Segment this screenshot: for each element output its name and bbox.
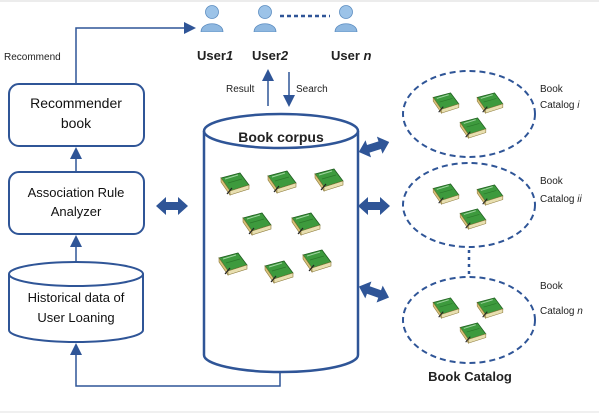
double-arrow-icon [356, 133, 392, 161]
book-corpus-cylinder [202, 112, 360, 374]
analyzer-box-line2: Analyzer [51, 204, 102, 219]
recommend-arrow [75, 22, 196, 84]
catalog-i-line2: Catalog i [540, 100, 580, 111]
user-icon [200, 5, 224, 32]
book-catalog-i [402, 70, 536, 158]
usern-label: User n [331, 48, 372, 63]
recommender-box-line1: Recommender [30, 95, 122, 111]
double-arrow-icon [355, 278, 393, 306]
search-label: Search [296, 84, 328, 95]
recommender-book-box [8, 83, 145, 147]
double-arrow-icon [358, 197, 390, 215]
catalog-n-line1: Book [540, 281, 564, 292]
book-catalog-ii [402, 162, 536, 248]
user-icon [253, 5, 277, 32]
history-box-line1: Historical data of [28, 290, 125, 305]
result-label: Result [226, 84, 255, 95]
catalog-ii-line1: Book [540, 176, 564, 187]
book-catalog-group-label: Book Catalog [428, 369, 512, 384]
double-arrow-icon [156, 197, 188, 215]
book-corpus-title: Book corpus [238, 129, 324, 145]
user1-label: User1 [197, 48, 233, 63]
book-catalog-n [402, 276, 536, 364]
corpus-to-history-arrow [70, 343, 281, 387]
user2-label: User2 [252, 48, 289, 63]
history-box-line2: User Loaning [37, 310, 114, 325]
association-rule-analyzer-box [8, 171, 145, 235]
catalog-n-line2: Catalog n [540, 306, 583, 317]
recommend-label: Recommend [4, 52, 61, 63]
catalog-ii-line2: Catalog ii [540, 194, 582, 205]
recommender-box-line2: book [61, 115, 92, 131]
user-icon [334, 5, 358, 32]
analyzer-box-line1: Association Rule [28, 185, 125, 200]
historical-data-cylinder [8, 261, 144, 343]
catalog-i-line1: Book [540, 84, 564, 95]
